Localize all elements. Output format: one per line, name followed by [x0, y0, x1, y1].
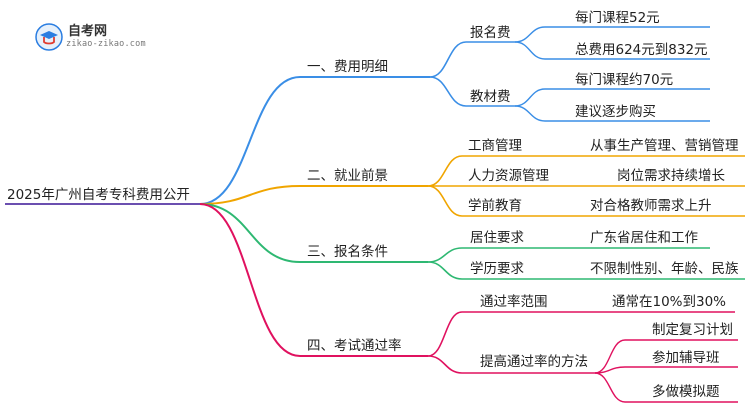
connector-root-branch-1 [199, 76, 430, 205]
branch-fees: 一、费用明细 [307, 59, 388, 75]
node-residence-req: 居住要求 [470, 230, 524, 246]
leaf-business-admin: 从事生产管理、营销管理 [590, 138, 739, 154]
connector-branch-4-sub-2 [427, 355, 595, 374]
connector-root-branch-4 [199, 203, 428, 357]
connector-root-branch-3 [199, 203, 428, 263]
connector-branch-1-sub-2 [429, 76, 515, 107]
node-improve-methods: 提高通过率的方法 [480, 354, 588, 370]
leaf-preschool-edu: 对合格教师需求上升 [590, 198, 712, 214]
connector-root-branch-2 [199, 185, 428, 205]
root-topic: 2025年广州自考专科费用公开 [7, 187, 190, 203]
logo-title: 自考网 [68, 24, 108, 39]
leaf-education-req: 不限制性别、年龄、民族 [590, 261, 739, 277]
logo-subtitle: zikao-zikao.com [66, 39, 146, 49]
leaf-textbook-per-course: 每门课程约70元 [575, 72, 674, 88]
leaf-fee-per-course: 每门课程52元 [575, 10, 660, 26]
graduation-cap-icon [35, 23, 63, 51]
leaf-study-plan: 制定复习计划 [652, 322, 733, 338]
branch-pass-rate: 四、考试通过率 [307, 338, 402, 354]
branch-employment: 二、就业前景 [307, 168, 388, 184]
leaf-buy-gradually: 建议逐步购买 [575, 104, 656, 120]
leaf-residence-req: 广东省居住和工作 [590, 230, 698, 246]
node-hr-management: 人力资源管理 [468, 168, 549, 184]
branch-requirements: 三、报名条件 [307, 244, 388, 260]
connector-sub-1-leaf-1 [514, 26, 710, 43]
node-education-req: 学历要求 [470, 261, 524, 277]
connector-sub-2-leaf-1 [514, 88, 710, 107]
connector-branch-2-sub-1 [427, 155, 745, 187]
connector-branch-3-sub-2 [427, 261, 745, 280]
leaf-total-fee: 总费用624元到832元 [575, 42, 708, 58]
connector-branch-4-sub-1 [427, 311, 735, 357]
site-logo[interactable]: 自考网 zikao-zikao.com [34, 20, 154, 60]
node-pass-rate-range: 通过率范围 [480, 294, 548, 310]
connector-branch-1-sub-1 [429, 41, 515, 78]
leaf-pass-rate-range: 通常在10%到30% [612, 294, 727, 310]
connector-sub-1-leaf-2 [514, 41, 710, 60]
leaf-tutoring: 参加辅导班 [652, 350, 720, 366]
connector-sub-2-leaf-plan [594, 339, 738, 374]
connector-branch-3-sub-1 [427, 247, 710, 263]
connector-sub-2-leaf-mock [594, 372, 738, 403]
node-registration-fee: 报名费 [470, 25, 511, 41]
connector-branch-2-sub-3 [427, 185, 745, 217]
leaf-mock-exams: 多做模拟题 [652, 384, 720, 400]
node-business-admin: 工商管理 [468, 138, 522, 154]
node-preschool-edu: 学前教育 [468, 198, 522, 214]
node-textbook-fee: 教材费 [470, 89, 511, 105]
connector-sub-2-leaf-class [594, 366, 738, 374]
connector-sub-2-leaf-2 [514, 105, 710, 122]
leaf-hr-management: 岗位需求持续增长 [617, 168, 725, 184]
